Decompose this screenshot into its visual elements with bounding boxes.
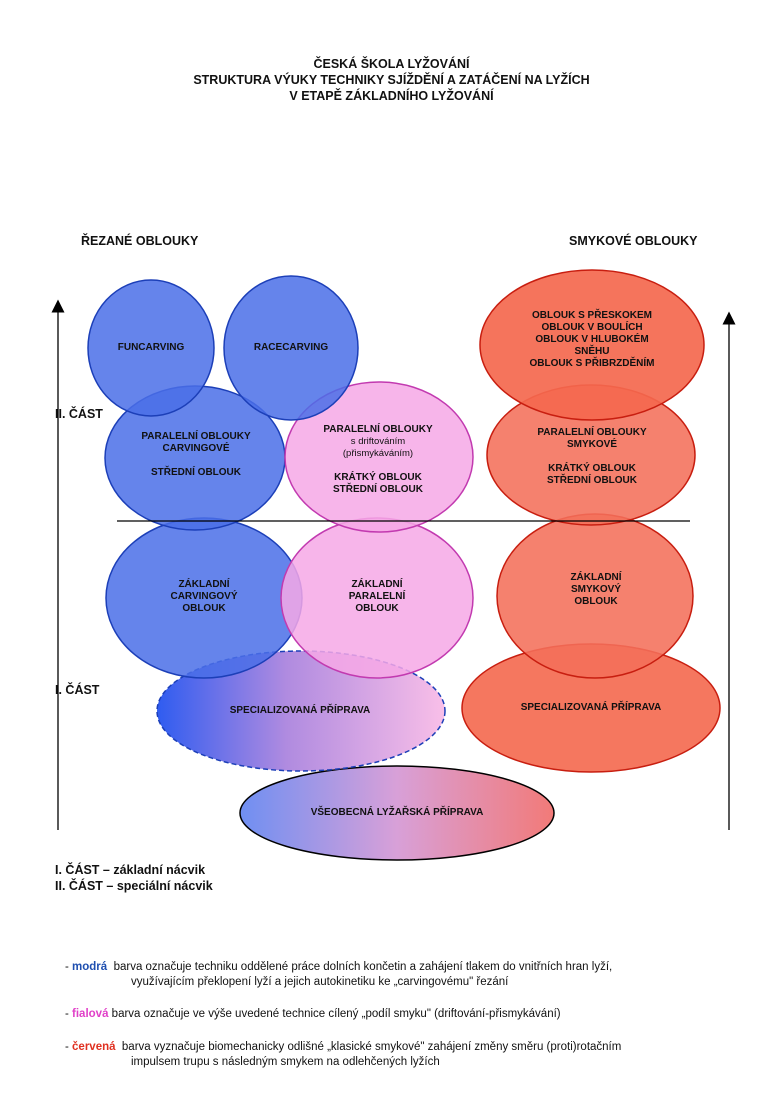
ellipse-text-line	[591, 451, 594, 463]
legend-red-line-1: barva vyznačuje biomechanicky odlišné „k…	[121, 1041, 622, 1053]
parts-legend-line-2: II. ČÁST – speciální nácvik	[55, 879, 213, 893]
ellipse-text-line: STŘEDNÍ OBLOUK	[150, 467, 241, 478]
ellipse-text-line: STŘEDNÍ OBLOUK	[332, 484, 423, 495]
ellipse-text-line: KRÁTKÝ OBLOUK	[548, 463, 636, 474]
text-racecarving: RACECARVING	[254, 342, 328, 354]
legend-blue-line-2: využívajícím překlopení lyží a jejich au…	[131, 976, 509, 988]
text-funcarving: FUNCARVING	[118, 342, 184, 354]
legend-blue-line-1: barva označuje techniku oddělené práce d…	[113, 961, 613, 973]
ellipse-text-line: CARVINGOVÉ	[162, 443, 230, 454]
legend-dash: -	[65, 961, 73, 973]
ellipse-text-line: ZÁKLADNÍ	[351, 579, 403, 590]
ellipse-text-line: KRÁTKÝ OBLOUK	[334, 472, 422, 483]
ellipse-text-line: s driftováním	[350, 436, 406, 447]
ellipse-text-line: SNĚHU	[574, 346, 610, 357]
ellipse-text-line: OBLOUK	[182, 603, 226, 614]
legend-dash: -	[65, 1041, 73, 1053]
title-line-2: STRUKTURA VÝUKY TECHNIKY SJÍŽDĚNÍ A ZATÁ…	[193, 73, 590, 87]
ellipse-racecarving	[223, 275, 359, 421]
ellipse-funcarving	[87, 279, 215, 417]
legend-blue: - modrá barva označuje techniku oddělené…	[65, 960, 612, 990]
ellipse-text-line: SMYKOVÝ	[570, 584, 622, 595]
ellipse-general-preparation	[239, 765, 555, 861]
ellipse-text-line: FUNCARVING	[117, 342, 185, 353]
legend-red-line-2: impulsem trupu s následným smykem na odl…	[131, 1056, 440, 1068]
ellipse-text-line: PARALELNÍ OBLOUKY	[537, 427, 647, 438]
legend-dash: -	[65, 1008, 73, 1020]
title-line-3: V ETAPĚ ZÁKLADNÍHO LYŽOVÁNÍ	[289, 89, 494, 103]
legend-violet: - fialová barva označuje ve výše uvedené…	[65, 1007, 561, 1022]
parts-legend-line-1: I. ČÁST – základní nácvik	[55, 863, 206, 877]
part-1-label: I. ČÁST	[55, 683, 100, 697]
left-column-header: ŘEZANÉ OBLOUKY	[81, 234, 199, 248]
legend-violet-word: fialová	[72, 1008, 109, 1020]
ellipse-text-line: PARALELNÍ	[348, 591, 406, 602]
ellipse-spec-prep-left	[156, 650, 446, 772]
ellipse-parallel-drift	[284, 381, 474, 533]
ellipse-text-line: CARVINGOVÝ	[170, 591, 238, 602]
legend-violet-line-1: barva označuje ve výše uvedené technice …	[111, 1008, 561, 1020]
ellipse-text-line: ZÁKLADNÍ	[178, 579, 230, 590]
title-line-1: ČESKÁ ŠKOLA LYŽOVÁNÍ	[313, 57, 470, 71]
text-spec-prep-right: SPECIALIZOVANÁ PŘÍPRAVA	[521, 702, 662, 714]
right-column-header: SMYKOVÉ OBLOUKY	[569, 234, 698, 248]
ellipse-text-line: STŘEDNÍ OBLOUK	[546, 475, 637, 486]
ellipse-text-line: OBLOUK S PŘIBRZDĚNÍM	[529, 358, 655, 369]
ellipse-text-line: (přismykáváním)	[342, 448, 414, 459]
legend-red-word: červená	[72, 1041, 116, 1053]
ellipse-text-line: SMYKOVÉ	[566, 439, 618, 450]
ellipse-text-line: OBLOUK	[355, 603, 399, 614]
ellipse-text-line: RACECARVING	[253, 342, 329, 353]
text-spec-prep-left: SPECIALIZOVANÁ PŘÍPRAVA	[230, 705, 371, 717]
ellipse-text-line: OBLOUK V HLUBOKÉM	[535, 334, 649, 345]
ellipse-text-line: SPECIALIZOVANÁ PŘÍPRAVA	[229, 705, 371, 716]
ellipse-text-line: PARALELNÍ OBLOUKY	[141, 431, 251, 442]
parts-legend: I. ČÁST – základní nácvik II. ČÁST – spe…	[55, 862, 213, 894]
text-general-preparation: VŠEOBECNÁ LYŽAŘSKÁ PŘÍPRAVA	[311, 807, 484, 819]
ellipse-text-line: SPECIALIZOVANÁ PŘÍPRAVA	[520, 702, 662, 713]
ellipse-text-line: PARALELNÍ OBLOUKY	[323, 424, 433, 435]
ellipse-text-line: OBLOUK S PŘESKOKEM	[531, 310, 652, 321]
page-title: ČESKÁ ŠKOLA LYŽOVÁNÍ STRUKTURA VÝUKY TEC…	[0, 56, 783, 104]
ellipse-text-line: OBLOUK	[574, 596, 618, 607]
ellipse-advanced-skid	[479, 269, 705, 421]
ellipse-text-line: ZÁKLADNÍ	[570, 572, 622, 583]
ellipse-text-line: OBLOUK V BOULÍCH	[541, 322, 643, 333]
part-2-label: II. ČÁST	[55, 407, 103, 421]
ellipse-text-line	[195, 455, 198, 467]
ellipse-text-line: VŠEOBECNÁ LYŽAŘSKÁ PŘÍPRAVA	[310, 807, 484, 818]
legend-red: - červená barva vyznačuje biomechanicky …	[65, 1040, 621, 1070]
legend-blue-word: modrá	[72, 961, 108, 973]
ellipse-text-line	[377, 460, 380, 472]
